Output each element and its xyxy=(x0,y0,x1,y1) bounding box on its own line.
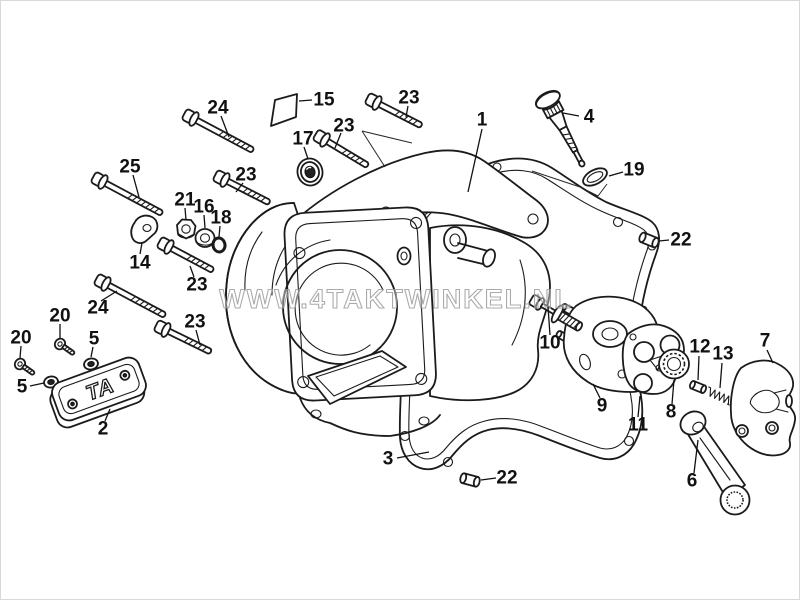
dipstick-seal-washer-drawing xyxy=(582,167,608,187)
part-label-23: 23 xyxy=(333,116,354,137)
part-label-25: 25 xyxy=(119,157,141,178)
part-label-17: 17 xyxy=(292,129,313,150)
bolt-25 xyxy=(88,169,167,221)
leader-line-part-14 xyxy=(139,242,143,255)
leader-line-part-5 xyxy=(90,346,94,358)
leader-line-part-24 xyxy=(100,290,118,302)
kickstarter-cover-drawing xyxy=(729,359,796,457)
kickstarter-arm-drawing xyxy=(679,410,751,516)
leader-line-part-6 xyxy=(693,439,699,474)
leader-line-part-16 xyxy=(203,214,206,229)
crankcase-cover-drawing xyxy=(225,149,551,437)
part-label-15: 15 xyxy=(313,90,335,111)
leader-line-part-18 xyxy=(218,225,221,238)
part-label-12: 12 xyxy=(689,337,710,358)
part-label-9: 9 xyxy=(597,396,608,417)
aux-line-1 xyxy=(361,130,386,168)
watermark-text: WWW.4TAKTWINKEL.NL xyxy=(219,284,572,314)
leader-line-part-20 xyxy=(19,345,22,359)
leader-line-part-21 xyxy=(184,207,187,221)
part-label-23: 23 xyxy=(235,165,256,186)
part-label-24: 24 xyxy=(207,98,229,119)
aux-line-3 xyxy=(585,183,608,197)
part-label-20: 20 xyxy=(49,306,70,327)
pump-spring-drawing xyxy=(708,386,730,406)
leader-line-part-2 xyxy=(104,408,111,422)
leader-line-part-22 xyxy=(658,239,670,242)
part-label-16: 16 xyxy=(193,197,214,218)
leader-line-part-23 xyxy=(235,182,244,193)
part-label-2: 2 xyxy=(98,419,109,440)
sticker-drawing xyxy=(270,93,298,127)
part-label-11: 11 xyxy=(628,415,649,436)
o-ring-drawing xyxy=(211,236,227,254)
dowel-pin-bottom xyxy=(458,471,482,489)
part-label-19: 19 xyxy=(623,160,644,181)
part-label-3: 3 xyxy=(383,449,394,470)
leader-line-part-4 xyxy=(562,112,580,117)
nut-drawing xyxy=(176,218,197,240)
aux-line-2 xyxy=(531,170,584,189)
leader-line-part-12 xyxy=(697,355,700,381)
part-label-20: 20 xyxy=(10,328,31,349)
part-label-7: 7 xyxy=(760,331,771,352)
part-label-23: 23 xyxy=(398,88,419,109)
leader-line-part-25 xyxy=(132,174,140,198)
leader-line-part-5 xyxy=(29,382,45,387)
leader-line-part-1 xyxy=(467,128,483,193)
leader-line-part-13 xyxy=(719,362,723,389)
screw-20-left xyxy=(11,355,38,380)
ta-emblem-plate: TA xyxy=(49,356,147,429)
part-label-4: 4 xyxy=(584,107,595,128)
leader-line-part-8 xyxy=(671,379,675,405)
part-label-14: 14 xyxy=(129,253,151,274)
part-label-24: 24 xyxy=(87,298,109,319)
part-label-13: 13 xyxy=(712,344,733,365)
leader-line-part-22 xyxy=(480,477,497,481)
aux-line-0 xyxy=(361,130,413,144)
part-label-23: 23 xyxy=(186,275,207,296)
leader-line-part-19 xyxy=(608,171,624,177)
part-label-21: 21 xyxy=(174,190,196,211)
part-label-10: 10 xyxy=(539,333,560,354)
part-label-1: 1 xyxy=(477,110,488,131)
part-label-8: 8 xyxy=(666,402,677,423)
leader-line-part-23 xyxy=(189,265,195,278)
leader-line-part-23 xyxy=(334,132,342,149)
part-label-5: 5 xyxy=(17,377,28,398)
aux-lines-layer xyxy=(361,130,608,197)
part-label-22: 22 xyxy=(496,468,517,489)
leader-line-part-9 xyxy=(592,383,601,399)
oil-dipstick-drawing xyxy=(535,89,586,168)
leader-line-part-17 xyxy=(303,146,309,160)
part-label-5: 5 xyxy=(89,329,100,350)
leader-line-part-11 xyxy=(637,395,641,418)
part-label-18: 18 xyxy=(210,208,231,229)
part-label-6: 6 xyxy=(687,471,698,492)
cable-clamp-drawing xyxy=(130,214,159,244)
leader-line-part-24 xyxy=(220,115,230,138)
part-label-23: 23 xyxy=(184,312,205,333)
screw-20-upper xyxy=(51,335,78,360)
leader-line-part-23 xyxy=(405,105,409,118)
leader-line-part-7 xyxy=(766,349,774,364)
leader-line-part-3 xyxy=(396,451,430,459)
pump-seal-ring-drawing xyxy=(658,348,690,380)
oil-seal-drawing xyxy=(296,157,324,187)
part-label-22: 22 xyxy=(670,230,691,251)
leader-line-part-15 xyxy=(298,99,313,102)
leader-line-part-23 xyxy=(195,329,201,346)
leader-line-part-10 xyxy=(547,306,551,336)
pump-pin-drawing xyxy=(689,380,707,394)
